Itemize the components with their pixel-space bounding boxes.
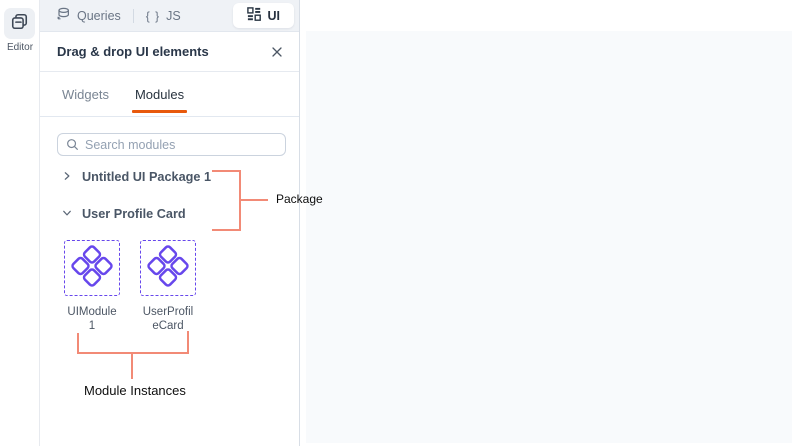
queries-database-icon [56,7,71,25]
panel-tabs: Widgets Modules [40,72,299,117]
chevron-down-icon [61,207,73,222]
ui-label: UI [267,8,281,23]
package-callout-line [212,170,241,172]
chevron-right-icon [61,170,73,185]
module-name: UIModule 1 [67,306,117,332]
side-panel: Queries { } JS UI [40,0,300,446]
js-label: JS [166,8,181,23]
instances-callout-line [131,354,133,379]
module-diamonds-icon [146,244,190,293]
module-diamonds-icon [70,244,114,293]
module-name: UserProfil eCard [142,306,194,332]
panel-title: Drag & drop UI elements [57,44,209,59]
close-icon[interactable] [268,43,286,61]
instances-callout-line [77,333,79,354]
tab-modules[interactable]: Modules [122,72,197,116]
tree-item-label: Untitled UI Package 1 [82,170,212,184]
tree-item-label: User Profile Card [82,207,186,221]
package-annotation-label: Package [276,192,323,206]
tree-item-untitled-ui-package[interactable]: Untitled UI Package 1 [40,167,299,187]
module-card-uimodule1[interactable]: UIModule 1 [64,240,120,333]
panel-header: Drag & drop UI elements [40,32,299,72]
package-callout-line [239,170,241,231]
search-icon [67,139,78,150]
tab-widgets[interactable]: Widgets [49,72,122,116]
tab-modules-label: Modules [134,86,185,102]
canvas-area[interactable] [306,31,792,443]
editor-label: Editor [6,42,34,53]
editor-mode-segmented-control: Queries { } JS UI [40,0,299,32]
module-card-dropzone [64,240,120,296]
module-card-userprofilecard[interactable]: UserProfil eCard [140,240,196,333]
tab-js[interactable]: { } JS [146,9,181,23]
instances-callout-line [187,331,189,354]
left-rail: Editor [0,0,40,446]
tab-ui[interactable]: UI [232,3,294,28]
module-card-dropzone [140,240,196,296]
package-callout-line [212,229,241,231]
instances-callout-line [77,352,189,354]
instances-annotation-label: Module Instances [84,383,186,398]
editor-button[interactable] [4,8,35,39]
editor-pages-icon [10,12,29,36]
divider [132,8,134,23]
braces-icon: { } [145,8,161,23]
tab-queries[interactable]: Queries [56,7,121,25]
queries-label: Queries [77,8,121,23]
search-container [57,133,286,156]
search-input[interactable] [57,133,286,156]
package-callout-line [241,199,268,201]
ui-grid-icon [246,7,261,24]
tree-item-user-profile-card[interactable]: User Profile Card [40,204,299,224]
module-instance-list: UIModule 1 UserProfil [40,240,299,333]
tab-widgets-label: Widgets [62,86,109,102]
